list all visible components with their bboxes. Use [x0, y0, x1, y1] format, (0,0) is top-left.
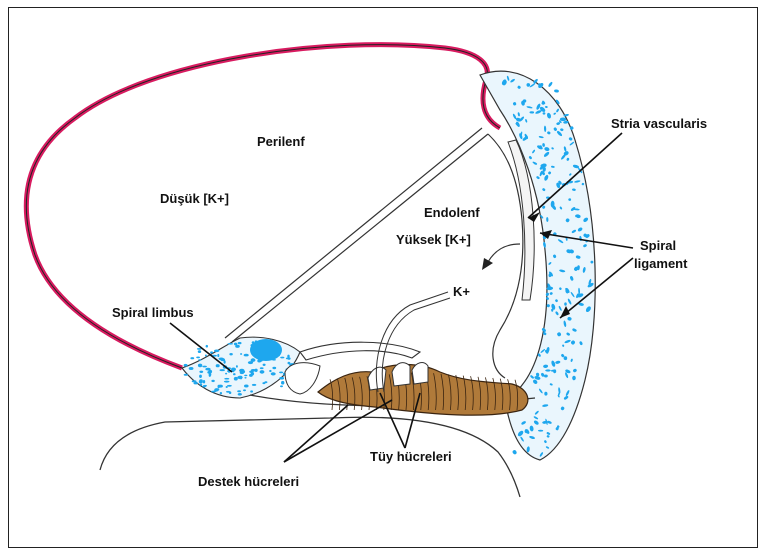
limbus-cell — [192, 380, 197, 382]
limbus-cell — [184, 364, 188, 367]
limbus-cell — [269, 370, 271, 372]
limbus-cell — [217, 354, 219, 357]
limbus-cell — [250, 390, 253, 392]
limbus-cell — [272, 367, 276, 369]
limbus-cell — [196, 357, 200, 359]
label-k-ion: K+ — [453, 284, 470, 299]
limbus-cell — [244, 375, 247, 377]
limbus-cell — [264, 381, 267, 383]
limbus-cell — [210, 351, 213, 353]
ligament-cell — [554, 89, 559, 93]
limbus-cell — [199, 375, 202, 378]
limbus-cell — [199, 371, 203, 373]
limbus-cell — [207, 371, 211, 374]
label-hair-cells: Tüy hücreleri — [370, 449, 452, 464]
limbus-cell — [233, 373, 236, 375]
limbus-cell — [198, 350, 201, 353]
limbus-cell — [229, 353, 232, 355]
limbus-cell — [220, 369, 225, 371]
label-endolymph: Endolenf — [424, 205, 480, 220]
limbus-cell — [202, 386, 206, 388]
label-low-k: Düşük [K+] — [160, 191, 229, 206]
limbus-cell — [237, 376, 242, 379]
limbus-cell — [184, 374, 188, 376]
ligament-cell — [548, 81, 554, 87]
bony-wall — [100, 417, 520, 497]
limbus-cell — [238, 342, 242, 344]
limbus-cell — [198, 359, 201, 361]
limbus-cell — [211, 391, 216, 393]
limbus-cell — [234, 343, 237, 346]
label-spiral-limbus: Spiral limbus — [112, 305, 194, 320]
limbus-cell — [260, 370, 265, 374]
limbus-cell — [202, 366, 207, 368]
k-flow-arrow — [488, 244, 520, 262]
label-stria-vascularis: Stria vascularis — [611, 116, 707, 131]
limbus-cell — [190, 357, 194, 359]
limbus-cell — [238, 393, 242, 396]
limbus-cell — [203, 380, 205, 383]
limbus-cell — [198, 364, 202, 368]
limbus-cell — [271, 372, 276, 375]
limbus-cell — [236, 365, 238, 368]
limbus-cell — [249, 371, 253, 373]
limbus-cell — [224, 378, 229, 380]
limbus-cell — [219, 358, 224, 361]
limbus-cell — [199, 379, 203, 382]
limbus-cell — [206, 345, 208, 348]
limbus-cell — [281, 381, 284, 385]
limbus-cell — [227, 385, 232, 387]
limbus-cell — [220, 392, 222, 394]
label-spiral-ligament-2: ligament — [634, 256, 688, 271]
limbus-cell — [260, 367, 264, 369]
limbus-cell — [252, 384, 256, 386]
limbus-cell — [248, 361, 253, 364]
limbus-cell — [226, 391, 230, 393]
limbus-cell — [214, 388, 219, 391]
limbus-cell — [211, 380, 214, 382]
limbus-cell — [249, 374, 253, 377]
label-perilymph: Perilenf — [257, 134, 305, 149]
limbus-cell — [255, 369, 258, 372]
limbus-cell — [224, 381, 230, 383]
limbus-cell — [244, 385, 249, 388]
inner-sulcus — [285, 363, 320, 394]
limbus-cell — [244, 377, 246, 379]
limbus-cell — [205, 355, 207, 357]
limbus-cell — [189, 367, 194, 370]
limbus-cell — [280, 385, 283, 387]
limbus-cell — [218, 385, 220, 388]
limbus-cell — [240, 371, 244, 374]
limbus-cell — [228, 343, 234, 345]
limbus-cell — [234, 377, 238, 381]
limbus-cell — [200, 384, 203, 386]
tectorial-membrane — [300, 342, 420, 360]
limbus-cell — [243, 389, 246, 391]
ligament-cell — [525, 429, 529, 433]
limbus-cell — [263, 364, 266, 366]
limbus-cell — [214, 350, 219, 353]
limbus-cell — [287, 355, 289, 358]
limbus-cell — [225, 373, 227, 375]
limbus-cell — [279, 372, 283, 374]
limbus-cell — [280, 357, 284, 359]
label-spiral-ligament-1: Spiral — [640, 238, 676, 253]
limbus-cell — [237, 390, 241, 392]
limbus-cell — [240, 353, 242, 355]
ligament-cell — [560, 118, 567, 122]
limbus-cell — [279, 377, 284, 380]
limbus-blob — [250, 339, 282, 361]
label-support-cells: Destek hücreleri — [198, 474, 299, 489]
ligament-cell — [545, 369, 551, 371]
limbus-cell — [216, 364, 220, 367]
ligament-cell — [512, 449, 518, 455]
limbus-cell — [244, 354, 249, 357]
label-high-k: Yüksek [K+] — [396, 232, 471, 247]
